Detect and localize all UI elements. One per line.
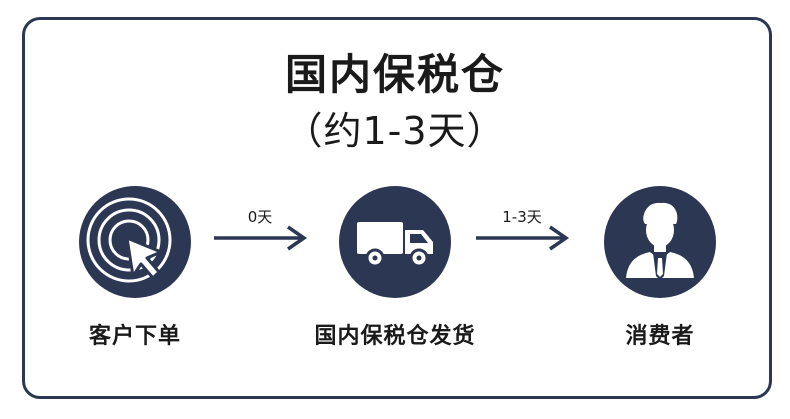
cursor-click-icon <box>86 197 172 283</box>
arrow-right-icon <box>214 225 308 251</box>
edge-label-1: 1-3天 <box>502 208 542 226</box>
diagram-subtitle: （约1-3天） <box>284 109 506 153</box>
node-warehouse-shipping <box>339 186 451 298</box>
truck-icon <box>357 222 433 268</box>
edge-label-0: 0天 <box>247 208 273 226</box>
node-label-warehouse-shipping: 国内保税仓发货 <box>314 324 476 349</box>
node-consumer <box>604 186 716 298</box>
diagram-frame <box>22 17 772 399</box>
node-label-consumer: 消费者 <box>625 324 695 349</box>
node-customer-order <box>79 186 191 298</box>
node-label-customer-order: 客户下单 <box>88 324 181 349</box>
diagram-title: 国内保税仓 <box>284 50 505 99</box>
arrow-right-icon <box>476 225 570 251</box>
person-icon <box>626 202 694 280</box>
